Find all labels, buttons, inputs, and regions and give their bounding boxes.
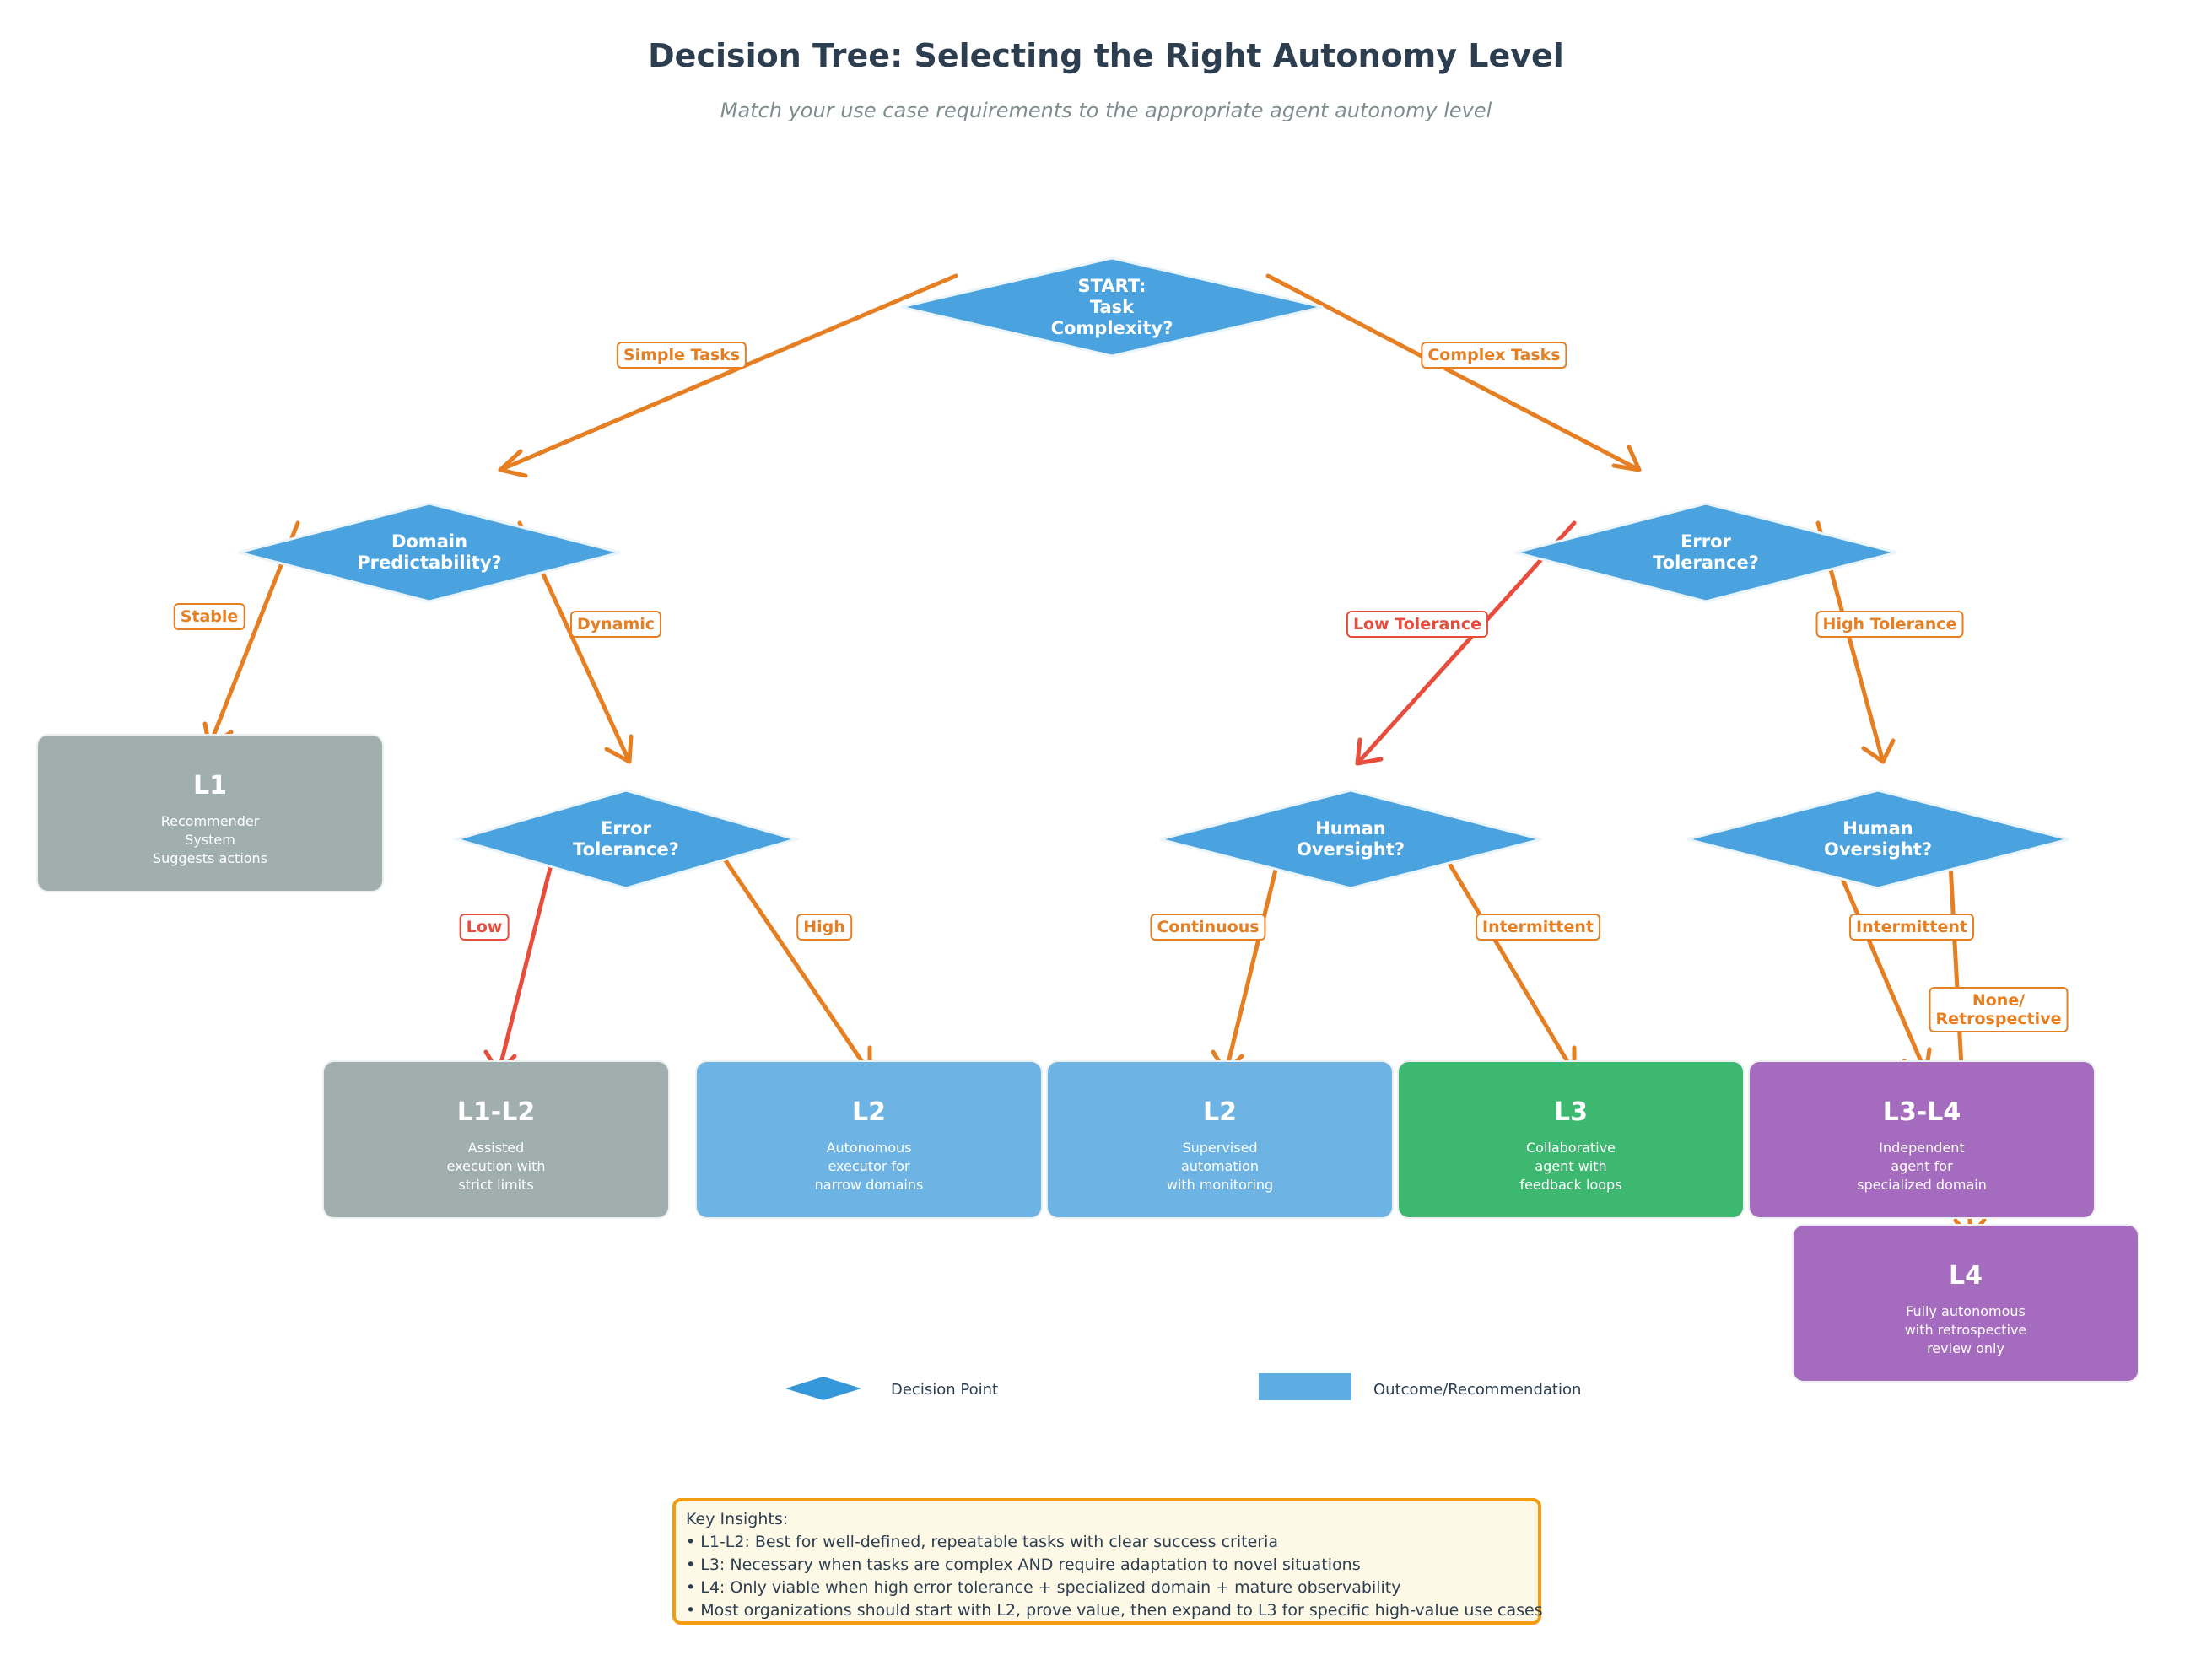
edge-label-continuous: Continuous	[1150, 914, 1266, 941]
insight-item: • L3: Necessary when tasks are complex A…	[686, 1555, 1361, 1574]
outcome-l3-l4: L3-L4 Independent agent for specialized …	[1748, 1060, 2096, 1219]
legend-diamond-icon	[785, 1377, 861, 1400]
edge-label-high-tolerance: High Tolerance	[1815, 611, 1964, 638]
outcome-l3-l4-title: L3-L4	[1882, 1097, 1961, 1127]
edge-label-none-retrospective: None/ Retrospective	[1929, 987, 2069, 1032]
decision-domain-predictability-label: Domain Predictability?	[357, 531, 502, 573]
outcome-l3-desc: Collaborative agent with feedback loops	[1519, 1140, 1622, 1193]
decision-human-oversight-mid-label: Human Oversight?	[1296, 818, 1405, 860]
legend-decision-label: Decision Point	[891, 1381, 999, 1399]
insights-heading: Key Insights:	[686, 1510, 789, 1528]
insight-item: • L1-L2: Best for well-defined, repeatab…	[686, 1533, 1278, 1551]
outcome-l2-autonomous-title: L2	[852, 1097, 886, 1127]
outcome-l1-title: L1	[193, 771, 227, 801]
edge-label-dynamic: Dynamic	[569, 611, 662, 638]
decision-error-tolerance-right-label: Error Tolerance?	[1653, 531, 1759, 573]
outcome-l1: L1 Recommender System Suggests actions	[36, 734, 384, 892]
decision-domain-predictability: Domain Predictability?	[238, 502, 621, 603]
edge-label-intermittent-mid: Intermittent	[1476, 914, 1600, 941]
outcome-l4-title: L4	[1949, 1261, 1983, 1291]
legend-outcome-swatch	[1259, 1373, 1351, 1400]
outcome-l2-supervised-desc: Supervised automation with monitoring	[1166, 1140, 1274, 1193]
outcome-l3-title: L3	[1554, 1097, 1588, 1127]
outcome-l1-l2: L1-L2 Assisted execution with strict lim…	[322, 1060, 670, 1219]
outcome-l3: L3 Collaborative agent with feedback loo…	[1397, 1060, 1745, 1219]
edge-label-intermittent-right: Intermittent	[1849, 914, 1974, 941]
outcome-l2-autonomous: L2 Autonomous executor for narrow domain…	[695, 1060, 1043, 1219]
decision-human-oversight-right-label: Human Oversight?	[1823, 818, 1933, 860]
decision-human-oversight-mid: Human Oversight?	[1159, 789, 1542, 890]
insight-item: • L4: Only viable when high error tolera…	[686, 1578, 1401, 1597]
decision-error-tolerance-right: Error Tolerance?	[1514, 502, 1897, 603]
outcome-l1-desc: Recommender System Suggests actions	[152, 813, 268, 866]
edge-label-complex-tasks: Complex Tasks	[1421, 342, 1567, 369]
legend-outcome-label: Outcome/Recommendation	[1373, 1381, 1582, 1399]
edge-low-tolerance	[1355, 520, 1577, 766]
key-insights-box: Key Insights: • L1-L2: Best for well-def…	[672, 1498, 1543, 1625]
edge-label-stable: Stable	[173, 603, 245, 630]
outcome-l4-desc: Fully autonomous with retrospective revi…	[1904, 1303, 2027, 1356]
edge-simple-tasks	[498, 273, 958, 478]
edge-label-low: Low	[459, 914, 510, 941]
outcome-l2-autonomous-desc: Autonomous executor for narrow domains	[814, 1140, 924, 1193]
edge-label-high: High	[796, 914, 852, 941]
edge-label-low-tolerance: Low Tolerance	[1346, 611, 1489, 638]
outcome-l2-supervised-title: L2	[1203, 1097, 1237, 1127]
outcome-l3-l4-desc: Independent agent for specialized domain	[1857, 1140, 1987, 1193]
decision-error-tolerance-left-label: Error Tolerance?	[573, 818, 679, 860]
outcome-l1-l2-desc: Assisted execution with strict limits	[446, 1140, 546, 1193]
outcome-l1-l2-title: L1-L2	[456, 1097, 536, 1127]
outcome-l4: L4 Fully autonomous with retrospective r…	[1792, 1224, 2139, 1383]
outcome-l2-supervised: L2 Supervised automation with monitoring	[1046, 1060, 1394, 1219]
edge-label-simple-tasks: Simple Tasks	[616, 342, 747, 369]
decision-human-oversight-right: Human Oversight?	[1686, 789, 2069, 890]
page-title: Decision Tree: Selecting the Right Auton…	[648, 37, 1564, 74]
insight-item: • Most organizations should start with L…	[686, 1601, 1543, 1620]
decision-start: START: Task Complexity?	[900, 256, 1324, 358]
edge-complex-tasks	[1265, 273, 1642, 472]
page-subtitle: Match your use case requirements to the …	[720, 99, 1492, 122]
decision-start-label: START: Task Complexity?	[1050, 275, 1173, 338]
decision-error-tolerance-left: Error Tolerance?	[451, 789, 801, 890]
